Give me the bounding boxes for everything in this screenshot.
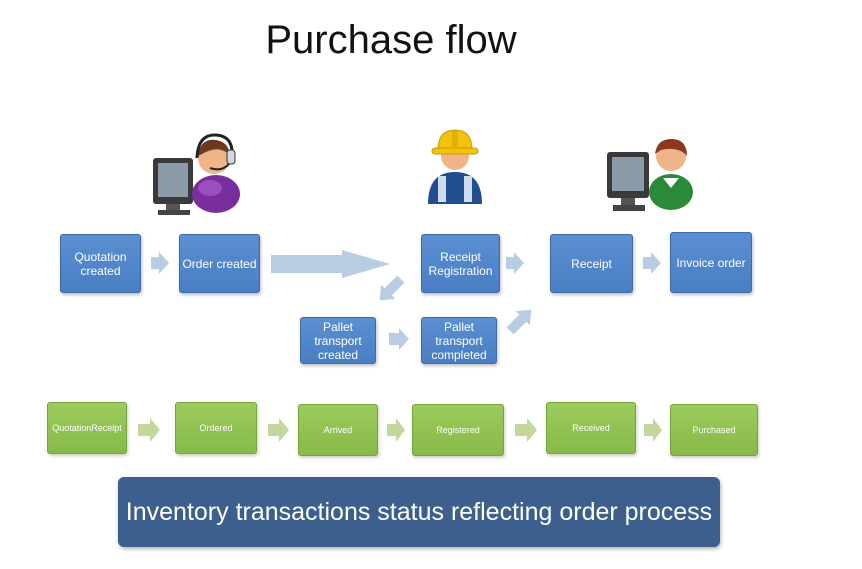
step-quotation-created: Quotation created xyxy=(60,234,141,293)
step-invoice-order: Invoice order xyxy=(670,232,752,293)
page-title: Purchase flow xyxy=(265,18,517,62)
status-purchased: Purchased xyxy=(670,404,758,456)
status-arrived: Arrived xyxy=(298,404,378,456)
arrow-pallet-created-to-completed xyxy=(389,328,409,350)
arrow-registration-to-pallet xyxy=(379,275,405,301)
status-arrow-3 xyxy=(387,418,405,442)
step-order-created: Order created xyxy=(179,234,260,293)
construction-worker-icon xyxy=(428,129,482,204)
status-arrow-2 xyxy=(268,418,289,442)
call-center-user-icon xyxy=(153,133,240,215)
status-arrow-1 xyxy=(138,418,160,442)
step-receipt-registration: Receipt Registration xyxy=(421,234,500,293)
arrow-registration-to-receipt xyxy=(506,252,524,274)
step-pallet-transport-completed: Pallet transport completed xyxy=(421,317,497,364)
arrow-receipt-to-invoice xyxy=(643,252,661,274)
arrow-order-to-registration xyxy=(271,250,390,278)
status-received: Received xyxy=(546,402,636,454)
status-ordered: Ordered xyxy=(175,402,257,454)
status-quotation-receipt: QuotationReceipt xyxy=(47,402,127,454)
status-arrow-4 xyxy=(515,418,537,442)
banner-caption: Inventory transactions status reflecting… xyxy=(118,477,720,547)
arrow-quotation-to-order xyxy=(151,252,169,274)
office-user-icon xyxy=(607,138,693,211)
status-registered: Registered xyxy=(412,404,504,456)
step-receipt: Receipt xyxy=(550,234,633,293)
step-pallet-transport-created: Pallet transport created xyxy=(300,317,376,364)
status-arrow-5 xyxy=(644,418,662,442)
arrow-pallet-to-receipt xyxy=(506,309,532,335)
